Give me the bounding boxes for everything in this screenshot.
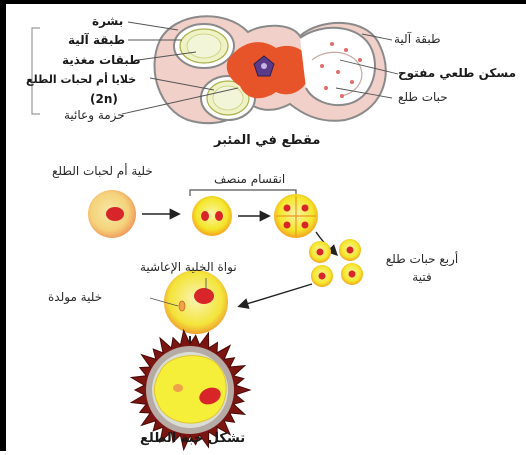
label-vegetative-nucleus: نواة الخلية الإعاشية (140, 260, 237, 274)
caption-pollen-formation: تشكل حبة الطلع (140, 432, 245, 446)
frame-left-edge (0, 0, 6, 451)
label-pollen-grains: حبات طلع (398, 90, 448, 104)
meiosis-bracket (190, 190, 296, 196)
developing-pollen-grain (164, 270, 228, 334)
label-generative-cell: خلية مولدة (48, 290, 102, 304)
four-young-pollen-grains (309, 239, 363, 287)
pollen-formation-process (88, 190, 363, 450)
layers-bracket (32, 28, 40, 114)
label-ploidy: (2n) (90, 92, 118, 106)
label-fibrous-layer-left: طبقة آلية (68, 33, 125, 47)
label-mother-cell: خلية أم لحبات الطلع (52, 164, 153, 178)
label-microspore-mother-cells: خلايا أم لحبات الطلع (26, 73, 136, 87)
caption-anther-section: مقطع في المئبر (214, 134, 320, 148)
microspore-mother-cell (88, 190, 136, 238)
frame-top-edge (0, 0, 526, 4)
label-tapetum: طبقات مغذية (62, 53, 141, 67)
label-fibrous-layer-right: طبقة آلية (394, 32, 441, 46)
dividing-cell-2-nuclei (192, 196, 232, 236)
label-open-pollen-sac: مسكن طلعي مفتوح (398, 66, 516, 80)
label-meiosis: انقسام منصف (214, 172, 285, 186)
label-vascular-bundle: حزمة وعائية (64, 108, 125, 122)
label-epidermis: بشرة (92, 14, 123, 28)
label-four-young-grains: أربع حبات طلع فتية (380, 250, 464, 286)
open-pollen-sac-right (300, 28, 375, 105)
pollen-sac-upper-left (174, 24, 234, 68)
tetrad-cell (274, 194, 318, 238)
